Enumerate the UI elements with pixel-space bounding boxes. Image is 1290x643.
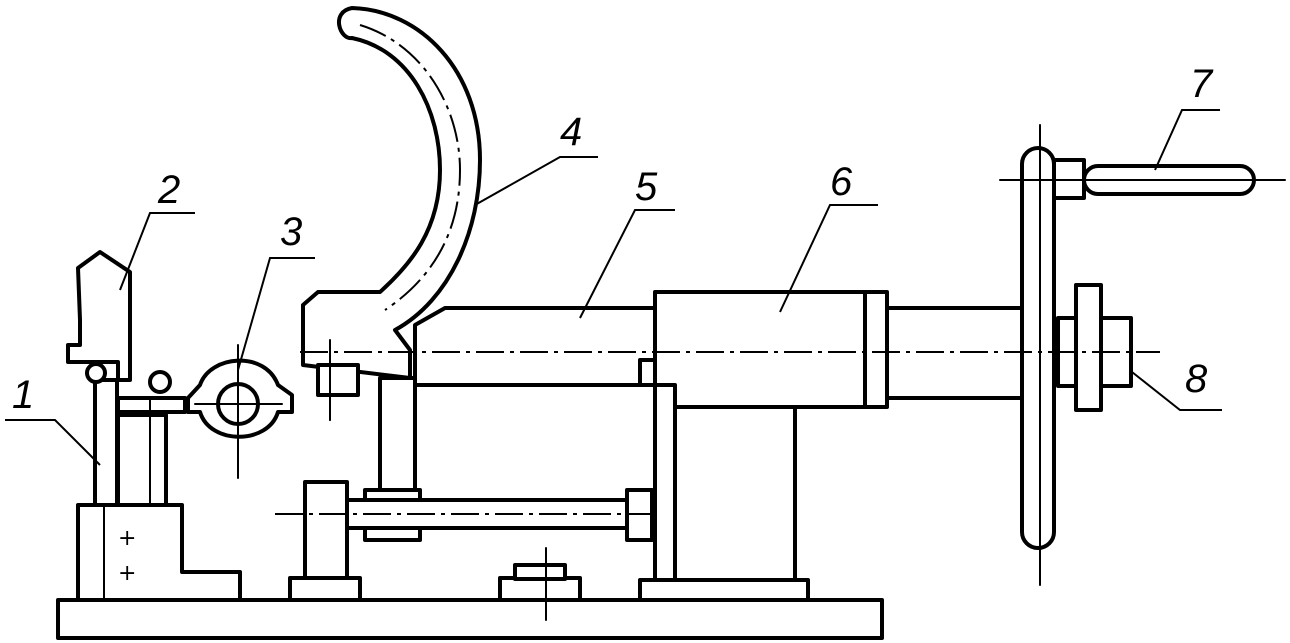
shaft — [885, 306, 1029, 400]
part-3-ring — [186, 344, 294, 479]
svg-text:+: + — [118, 561, 136, 586]
callout-labels: 1 2 3 4 5 6 7 8 — [12, 62, 1214, 417]
leader-lines — [5, 109, 1222, 466]
part-7-handwheel — [999, 124, 1286, 586]
part-2-clamp — [66, 250, 187, 506]
part-5-slide — [413, 306, 660, 387]
callout-1: 1 — [12, 373, 34, 417]
lower-guide-rod — [275, 480, 690, 602]
callout-6: 6 — [830, 160, 853, 204]
part-8-nut — [1056, 283, 1133, 412]
svg-text:+: + — [118, 526, 136, 551]
callout-4: 4 — [560, 110, 582, 154]
base-center-part — [498, 547, 582, 621]
callout-8: 8 — [1185, 357, 1208, 401]
left-support-block: + + — [76, 378, 242, 602]
callout-2: 2 — [157, 168, 180, 212]
part-6-housing — [638, 290, 889, 602]
callout-5: 5 — [635, 165, 658, 209]
callout-3: 3 — [280, 210, 302, 254]
base-plate — [56, 598, 884, 640]
callout-7: 7 — [1190, 62, 1214, 106]
